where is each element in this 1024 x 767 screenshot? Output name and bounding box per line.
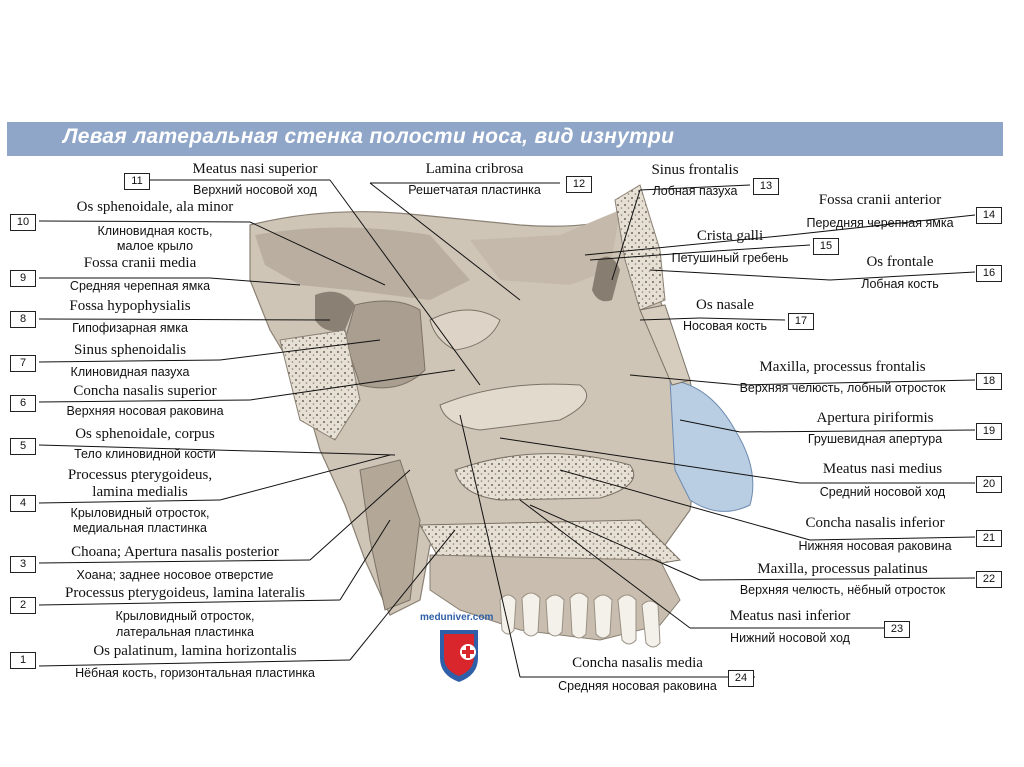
label-latin-2: Processus pterygoideus, lamina lateralis [65,585,305,601]
label-ru-9: Средняя черепная ямка [69,279,211,293]
label-number-19: 19 [976,423,1002,440]
middle-concha-shape [439,383,588,431]
label-latin-5: Os sphenoidale, corpus [75,426,215,442]
label-latin-15: Crista galli [696,228,764,244]
label-number-6: 6 [10,395,36,412]
label-latin-1: Os palatinum, lamina horizontalis [93,643,297,659]
label-latin-4: Processus pterygoideus, [67,467,213,483]
label-latin-19: Apertura piriformis [816,410,934,426]
nasal-cartilage-shape [669,379,754,512]
sphenoid-body-shape [279,329,361,441]
label-ru-18: Верхняя челюсть, лобный отросток [739,381,946,395]
label-ru2-10: малое крыло [116,239,194,253]
label-number-20: 20 [976,476,1002,493]
logo-shield [440,630,478,682]
label-ru-5: Тело клиновидной кости [74,447,216,461]
label-latin-6: Concha nasalis superior [73,383,217,399]
label-latin-11: Meatus nasi superior [192,161,318,177]
label-latin-7: Sinus sphenoidalis [73,342,187,358]
label-ru2-2: латеральная пластинка [116,625,254,639]
frontal-sinus-shape [592,256,620,302]
label-number-14: 14 [976,207,1002,224]
page-title: Левая латеральная стенка полости носа, в… [63,125,675,148]
label-ru-16: Лобная кость [861,277,939,291]
label-ru-22: Верхняя челюсть, нёбный отросток [739,583,946,597]
label-latin-17: Os nasale [696,297,754,313]
label-ru-12: Решетчатая пластинка [408,183,541,197]
label-latin-16: Os frontale [866,254,934,270]
label-number-1: 1 [10,652,36,669]
label-ru-3: Хоана; заднее носовое отверстие [76,568,274,582]
label-ru2-4: медиальная пластинка [73,521,207,535]
label-latin-8: Fossa hypophysialis [69,298,191,314]
label-ru-17: Носовая кость [682,319,768,333]
label-number-24: 24 [728,670,754,687]
pterygoid-plate-shape [359,459,421,611]
label-ru-13: Лобная пазуха [652,184,738,198]
label-latin-14: Fossa cranii anterior [818,192,942,208]
label-latin-12: Lamina cribrosa [425,161,524,177]
label-latin-13: Sinus frontalis [651,162,739,178]
hypophyseal-fossa-shape [315,291,355,332]
label-ru-11: Верхний носовой ход [193,183,317,197]
label-number-13: 13 [753,178,779,195]
watermark: meduniver.com [420,612,494,623]
title-bar: Левая латеральная стенка полости носа, в… [7,122,1003,156]
label-ru-2: Крыловидный отросток, [115,609,255,623]
label-number-9: 9 [10,270,36,287]
label-number-2: 2 [10,597,36,614]
label-number-11: 11 [124,173,150,190]
label-ru-23: Нижний носовой ход [730,631,850,645]
label-number-23: 23 [884,621,910,638]
label-number-4: 4 [10,495,36,512]
frontal-bone-shape [614,184,666,311]
label-latin2-4: lamina medialis [92,484,188,500]
label-latin-18: Maxilla, processus frontalis [759,359,926,375]
label-number-3: 3 [10,556,36,573]
label-number-15: 15 [813,238,839,255]
label-ru-20: Средний носовой ход [819,485,946,499]
label-latin-23: Meatus nasi inferior [729,608,851,624]
label-ru-15: Петушиный гребень [671,251,789,265]
label-number-17: 17 [788,313,814,330]
label-number-8: 8 [10,311,36,328]
label-number-21: 21 [976,530,1002,547]
label-ru-1: Нёбная кость, горизонтальная пластинка [75,666,315,680]
anterior-fossa-shape [470,210,620,285]
label-latin-10: Os sphenoidale, ala minor [76,199,234,215]
label-number-7: 7 [10,355,36,372]
label-ru-8: Гипофизарная ямка [72,321,188,335]
label-latin-21: Concha nasalis inferior [805,515,945,531]
label-ru-7: Клиновидная пазуха [70,365,190,379]
label-ru-24: Средняя носовая раковина [558,679,717,693]
label-latin-9: Fossa cranii media [83,255,197,271]
label-ru-10: Клиновидная кость, [97,224,213,238]
leader-lines [38,179,976,678]
label-number-10: 10 [10,214,36,231]
label-number-16: 16 [976,265,1002,282]
inferior-concha-shape [454,453,635,501]
label-ru-6: Верхняя носовая раковина [66,404,224,418]
label-number-12: 12 [566,176,592,193]
label-number-18: 18 [976,373,1002,390]
sphenoid-sinus-shape [344,300,426,389]
label-number-22: 22 [976,571,1002,588]
label-ru-4: Крыловидный отросток, [70,506,210,520]
label-latin-24: Concha nasalis media [572,655,703,671]
label-ru-21: Нижняя носовая раковина [798,539,952,553]
teeth [499,592,661,648]
label-ru-14: Передняя черепная ямка [806,216,954,230]
label-ru-19: Грушевидная апертура [807,432,943,446]
label-number-5: 5 [10,438,36,455]
label-latin-20: Meatus nasi medius [822,461,943,477]
label-latin-22: Maxilla, processus palatinus [757,561,928,577]
label-latin-3: Choana; Apertura nasalis posterior [71,544,279,560]
cranial-fossa-shape [255,227,470,300]
